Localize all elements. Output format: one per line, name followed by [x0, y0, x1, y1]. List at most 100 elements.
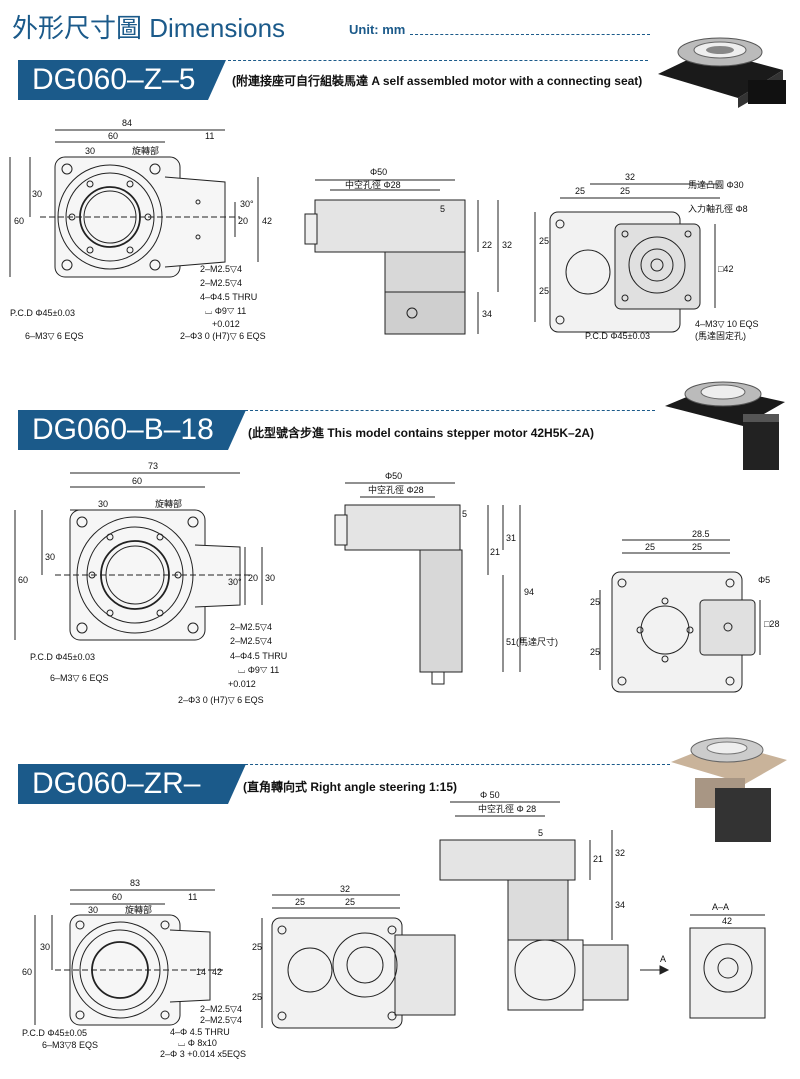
section-description-z5: (附連接座可自行組裝馬達 A self assembled motor with… [232, 74, 643, 88]
dimension-label: P.C.D Φ45±0.05 [22, 1028, 87, 1038]
section-divider-b18 [245, 410, 655, 411]
dimension-label: 30 [265, 573, 275, 583]
dimension-label: 94 [524, 587, 534, 597]
unit-label: Unit: mm [349, 22, 406, 37]
dimension-label: ⌴ Φ 8x10 [178, 1038, 217, 1048]
dimension-label: +0.012 [228, 679, 256, 689]
dimension-label: 60 [14, 216, 24, 226]
dimension-label: 25 [645, 542, 655, 552]
dimension-label: 6–M3▽8 EQS [42, 1040, 98, 1050]
drawing-z5: 84 60 30 11 旋轉部 30 60 20 30° 42 2–M2.5▽4… [9, 118, 758, 341]
dimension-label: 5 [462, 509, 467, 519]
dimension-label: 30° [240, 199, 254, 209]
dimension-label: □28 [764, 619, 779, 629]
dimension-label: 25 [295, 897, 305, 907]
dimension-label: P.C.D Φ45±0.03 [585, 331, 650, 341]
dimension-label: 21 [593, 854, 603, 864]
dimension-label: 42 [722, 916, 732, 926]
dimension-label: A–A [712, 902, 729, 912]
dimension-label: 旋轉部 [132, 145, 159, 156]
dimension-label: P.C.D Φ45±0.03 [30, 652, 95, 662]
dimension-label: 馬達凸圓 Φ30 [688, 179, 744, 190]
dimension-label: 42 [262, 216, 272, 226]
dimension-label: +0.012 [212, 319, 240, 329]
dimension-label: 中空孔徑 Φ 28 [478, 803, 536, 814]
dimension-label: 60 [108, 131, 118, 141]
section-banner-zr15: DG060–ZR–15 [18, 764, 246, 840]
page-title: 外形尺寸圖 Dimensions [12, 13, 286, 43]
dimension-label: 25 [345, 897, 355, 907]
dimension-label: 60 [22, 967, 32, 977]
dimension-label: 73 [148, 461, 158, 471]
header-divider [410, 34, 650, 35]
dimension-label: 25 [692, 542, 702, 552]
drawing-zr15: 83 60 30 11 旋轉部 30 60 14 42 2–M2.5▽4 2–M… [22, 790, 766, 1059]
dimension-label: 25 [252, 942, 262, 952]
dimension-label: 中空孔徑 Φ28 [345, 179, 401, 190]
dimension-label: 60 [132, 476, 142, 486]
dimension-label: 2–M2.5▽4 [230, 636, 272, 646]
section-banner-z5: DG060–Z–5 [18, 60, 226, 100]
dimension-label: Φ5 [758, 575, 770, 585]
dimension-label: 51(馬達尺寸) [506, 636, 558, 647]
dimension-label: 2–M2.5▽4 [200, 1015, 242, 1025]
dimension-label: 42 [212, 967, 222, 977]
dimension-label: 25 [590, 647, 600, 657]
dimension-label: 30 [40, 942, 50, 952]
drawing-b18: 73 60 30 旋轉部 30 60 30° 20 30 2–M2.5▽4 2–… [14, 461, 779, 705]
section-divider-z5 [228, 60, 648, 61]
dimension-label: 2–Φ3 0 (H7)▽ 6 EQS [178, 695, 264, 705]
dimension-label: ⌴ Φ9▽ 11 [238, 665, 279, 675]
product-photo-b18 [665, 381, 785, 470]
dimension-label: 2–M2.5▽4 [200, 1004, 242, 1014]
dimension-label: 34 [482, 309, 492, 319]
dimension-label: 28.5 [692, 529, 710, 539]
dimension-label: 5 [538, 828, 543, 838]
dimension-label: 25 [575, 186, 585, 196]
dimension-label: 83 [130, 878, 140, 888]
dimension-label: 32 [625, 172, 635, 182]
dimension-label: 22 [482, 240, 492, 250]
section-description-b18: (此型號含步進 This model contains stepper moto… [248, 426, 595, 440]
dimension-label: 11 [205, 131, 214, 141]
dimension-label: 2–M2.5▽4 [230, 622, 272, 632]
dimension-label: 11 [188, 892, 197, 902]
dimension-label: 2–Φ3 0 (H7)▽ 6 EQS [180, 331, 266, 341]
dimension-label: 31 [506, 533, 516, 543]
dimension-label: 14 [196, 967, 206, 977]
dimension-label: (馬達固定孔) [695, 330, 746, 341]
dimension-label: 20 [248, 573, 258, 583]
section-banner-b18: DG060–B–18 [18, 410, 246, 450]
dimension-label: 30 [85, 146, 95, 156]
dimension-label: 6–M3▽ 6 EQS [25, 331, 83, 341]
dimension-label: 5 [440, 204, 445, 214]
dimension-label: 旋轉部 [125, 904, 152, 915]
dimension-label: 34 [615, 900, 625, 910]
dimension-label: P.C.D Φ45±0.03 [10, 308, 75, 318]
dimension-label: 2–M2.5▽4 [200, 264, 242, 274]
product-photo-zr15 [671, 737, 787, 842]
dimension-label: 32 [615, 848, 625, 858]
section-description-zr15: (直角轉向式 Right angle steering 1:15) [243, 780, 458, 794]
dimension-label: 4–M3▽ 10 EQS [695, 319, 758, 329]
dimension-label: 25 [620, 186, 630, 196]
dimension-label: 60 [112, 892, 122, 902]
product-photo-z5 [658, 37, 786, 108]
dimension-label: □42 [718, 264, 733, 274]
dimension-label: 60 [18, 575, 28, 585]
dimension-label: 2–Φ 3 +0.014 x5EQS [160, 1049, 246, 1059]
dimension-label: 32 [502, 240, 512, 250]
dimension-label: 30 [98, 499, 108, 509]
dimension-label: 2–M2.5▽4 [200, 278, 242, 288]
section-divider-zr15 [240, 764, 670, 765]
dimension-label: 6–M3▽ 6 EQS [50, 673, 108, 683]
dimension-label: Φ50 [370, 167, 387, 177]
dimension-label: 20 [238, 216, 248, 226]
dimension-label: A [660, 954, 666, 964]
dimension-label: Φ50 [385, 471, 402, 481]
dimension-label: 25 [539, 236, 549, 246]
dimension-label: 4–Φ4.5 THRU [200, 292, 257, 302]
dimension-label: 30 [32, 189, 42, 199]
dimension-label: 32 [340, 884, 350, 894]
dimension-label: 25 [590, 597, 600, 607]
